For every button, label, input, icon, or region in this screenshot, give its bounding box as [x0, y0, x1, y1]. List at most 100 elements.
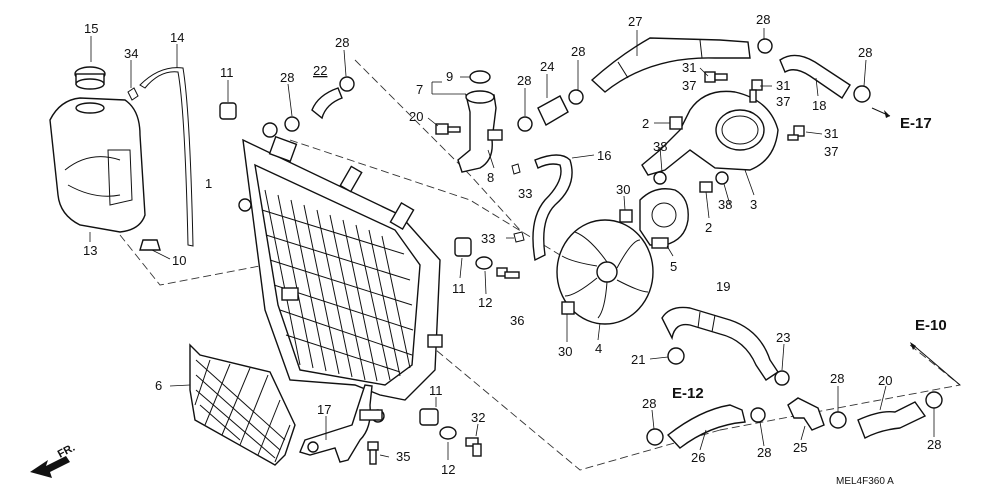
label-27: 27: [628, 14, 642, 29]
label-28-f: 28: [858, 45, 872, 60]
label-28-d: 28: [571, 44, 585, 59]
label-14: 14: [170, 30, 184, 45]
label-11-lower: 11: [429, 383, 443, 398]
grommet-2-lower: [699, 181, 713, 193]
water-pump: [639, 188, 689, 249]
bolt-31-b: [749, 79, 763, 103]
label-31-a: 31: [682, 60, 696, 75]
clamp-28-c: [517, 116, 533, 132]
ref-e17: E-17: [900, 115, 932, 132]
label-20-upper: 20: [409, 109, 423, 124]
label-11-upper: 11: [452, 281, 466, 296]
part-labels: 15 34 14 11 28 22 28 1 13 10 6 17 35 11 …: [83, 12, 941, 477]
ref-e10: E-10: [915, 317, 947, 334]
clamp-21: [667, 347, 685, 365]
label-10: 10: [172, 253, 186, 268]
label-28-h: 28: [757, 445, 771, 460]
clamp-28-b: [284, 116, 300, 132]
joint-25: [787, 397, 825, 431]
tank-clip: [127, 87, 139, 101]
clip-33-upper: [511, 163, 521, 175]
grommet-11-upper: [454, 237, 472, 257]
label-30-upper: 30: [616, 182, 630, 197]
clamp-28-h: [750, 407, 766, 423]
front-arrow-icon: [30, 456, 70, 478]
label-2-upper: 2: [642, 116, 649, 131]
clamp-23: [774, 370, 790, 386]
label-25: 25: [793, 440, 807, 455]
bolt-32: [465, 437, 482, 457]
label-38-a: 38: [653, 139, 667, 154]
label-31-b: 31: [776, 78, 790, 93]
label-6: 6: [155, 378, 162, 393]
label-2-lower: 2: [705, 220, 712, 235]
label-16: 16: [597, 148, 611, 163]
label-22: 22: [313, 63, 327, 78]
oring-38-b: [715, 171, 729, 185]
hose-26: [666, 404, 746, 449]
thermostat-cap: [469, 70, 491, 84]
collar-12-upper: [475, 256, 493, 270]
tank-grommet: [139, 239, 161, 251]
label-37-b: 37: [776, 94, 790, 109]
lower-bracket: [299, 384, 385, 463]
diagram-code: MEL4F360 A: [836, 476, 894, 487]
grommet-2-upper: [669, 116, 683, 130]
label-24: 24: [540, 59, 554, 74]
label-31-c: 31: [824, 126, 838, 141]
label-12-upper: 12: [478, 295, 492, 310]
label-3: 3: [750, 197, 757, 212]
hose-27: [590, 37, 751, 93]
label-19: 19: [716, 279, 730, 294]
label-23: 23: [776, 330, 790, 345]
label-28-a: 28: [280, 70, 294, 85]
bolt-20: [435, 123, 461, 135]
label-37-c: 37: [824, 144, 838, 159]
label-18: 18: [812, 98, 826, 113]
label-37-a: 37: [682, 78, 696, 93]
label-1: 1: [205, 176, 212, 191]
label-28-e: 28: [756, 12, 770, 27]
nut-30-upper: [619, 209, 633, 223]
hose-18: [779, 54, 851, 99]
thermostat-housing: [457, 90, 503, 173]
radiator: [238, 122, 443, 401]
label-11-top: 11: [220, 65, 234, 80]
e10-arrow: [910, 342, 961, 386]
bolt-36: [496, 267, 520, 279]
label-34: 34: [124, 46, 138, 61]
label-28-c: 28: [517, 73, 531, 88]
hose-20: [857, 401, 927, 439]
leader-lines: [89, 28, 935, 460]
clamp-28-e: [757, 38, 773, 54]
label-28-j: 28: [927, 437, 941, 452]
label-28-i: 28: [830, 371, 844, 386]
label-33-upper: 33: [518, 186, 532, 201]
e17-arrow: [871, 107, 891, 118]
label-8: 8: [487, 170, 494, 185]
clamp-28-g: [646, 428, 664, 446]
clip-33-lower: [513, 231, 525, 243]
label-28-b: 28: [335, 35, 349, 50]
bolt-35: [367, 441, 379, 465]
bolt-31-c: [787, 125, 805, 141]
hose-24: [537, 95, 569, 126]
label-26: 26: [691, 450, 705, 465]
clamp-28-i: [829, 411, 847, 429]
oring-38-a: [653, 171, 667, 185]
label-21: 21: [631, 352, 645, 367]
bolt-31-a: [704, 71, 728, 83]
label-12-lower: 12: [441, 462, 455, 477]
direction-label: FR.: [56, 442, 77, 461]
label-35: 35: [396, 449, 410, 464]
hose-16: [532, 154, 573, 262]
clamp-28-a: [339, 76, 355, 92]
label-15: 15: [84, 21, 98, 36]
clamp-28-d: [568, 89, 584, 105]
label-38-b: 38: [718, 197, 732, 212]
siphon-tube: [139, 67, 194, 247]
label-33-lower: 33: [481, 231, 495, 246]
label-4: 4: [595, 341, 602, 356]
label-28-g: 28: [642, 396, 656, 411]
